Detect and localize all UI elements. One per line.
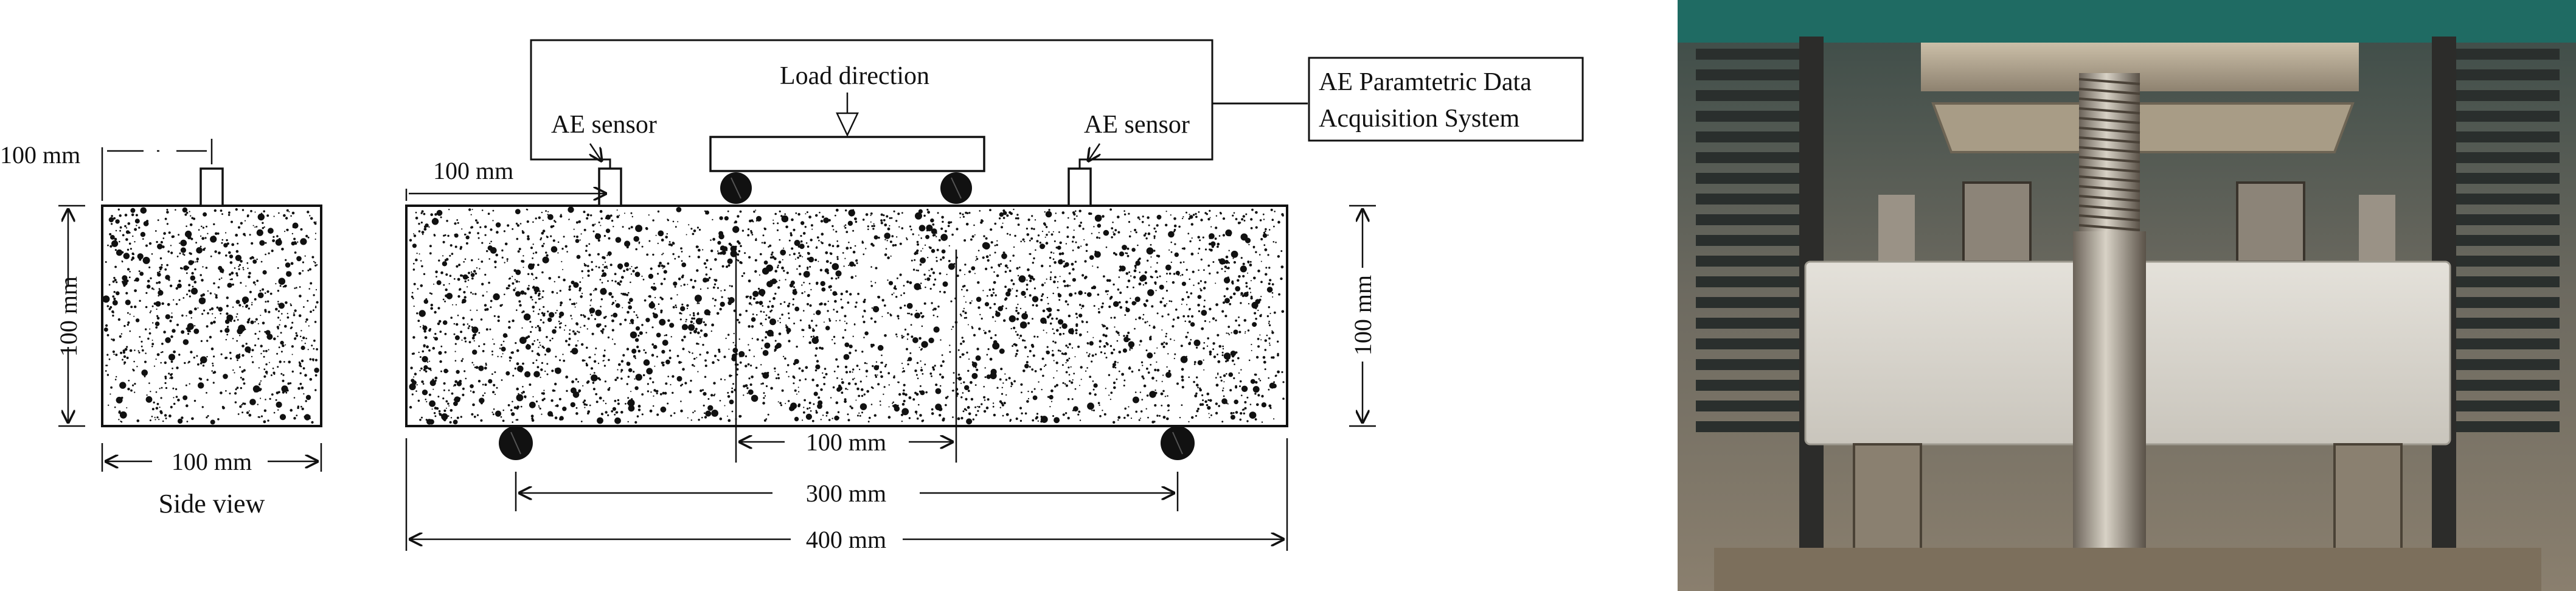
- load-arrow-icon: [836, 112, 859, 137]
- test-rig-photo: [1678, 0, 2576, 591]
- ae-acquisition-system-box: [1308, 57, 1584, 142]
- beam-aggregate-texture: [409, 206, 1285, 425]
- side-view-aggregate-texture: [102, 207, 319, 425]
- side-view-top-dimension: 100 mm: [0, 141, 80, 169]
- middle-span-dimension: 100 mm: [806, 428, 886, 456]
- side-view-caption: Side view: [159, 489, 265, 519]
- loading-beam: [709, 136, 985, 172]
- beam-height-dimension: 100 mm: [1349, 275, 1377, 355]
- ae-sensor-right-label: AE sensor: [1084, 111, 1190, 139]
- side-view-width-dimension: 100 mm: [172, 448, 252, 475]
- total-length-dimension: 400 mm: [806, 526, 886, 553]
- side-view-sensor: [200, 167, 224, 207]
- side-view-height-dimension: 100 mm: [55, 276, 82, 357]
- sensor-cable: [530, 39, 1213, 169]
- machine-column-left: [1696, 49, 1799, 432]
- ae-sensor-left-label: AE sensor: [551, 111, 657, 139]
- ae-acquisition-system-label-line1: AE Paramtetric Data: [1319, 68, 1532, 96]
- ae-sensor-right: [1068, 167, 1092, 207]
- front-view: Load direction AE sensor AE sensor AE Pa…: [405, 39, 1584, 553]
- support-span-dimension: 300 mm: [806, 480, 886, 507]
- experimental-setup-diagram: 100 mm 100 mm 100 mm Side view Load dire…: [0, 39, 1584, 553]
- load-direction-label: Load direction: [780, 62, 929, 90]
- side-view: 100 mm 100 mm 100 mm Side view: [0, 139, 322, 519]
- sensor-offset-dimension: 100 mm: [433, 157, 513, 184]
- machine-column-right: [2456, 49, 2560, 432]
- ae-acquisition-system-label-line2: Acquisition System: [1319, 105, 1520, 133]
- ae-sensor-left: [598, 167, 622, 207]
- machine-crosshead: [1678, 0, 2576, 43]
